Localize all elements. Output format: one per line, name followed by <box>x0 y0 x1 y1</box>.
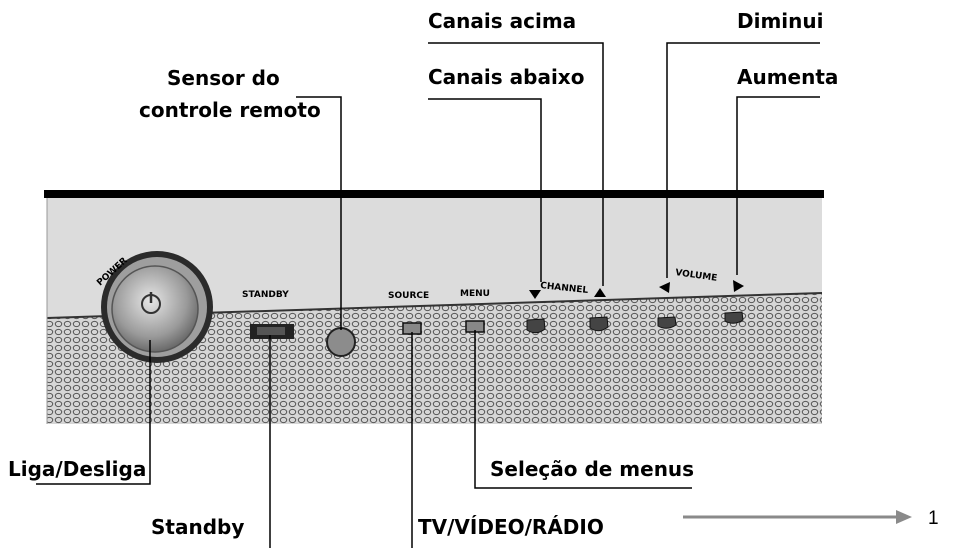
volume-down-arrow-icon <box>659 282 670 293</box>
channel-up-button[interactable] <box>589 316 609 332</box>
reference-arrow <box>683 510 912 524</box>
power-icon <box>141 292 161 314</box>
figure-number: 1 <box>928 508 939 529</box>
callout-standby: Standby <box>151 515 244 539</box>
speaker-grille <box>47 293 822 424</box>
callout-channel-up: Canais acima <box>428 9 576 33</box>
channel-down-button[interactable] <box>526 318 546 334</box>
callout-source: TV/VÍDEO/RÁDIO <box>418 515 604 539</box>
channel-down-arrow-icon <box>529 290 541 299</box>
callout-sensor-line1: Sensor do <box>167 66 280 90</box>
leader-lines <box>36 42 820 548</box>
callout-sensor-line2: controle remoto <box>139 98 321 122</box>
power-knob[interactable] <box>101 251 213 363</box>
panel-label-source: SOURCE <box>388 291 429 301</box>
remote-sensor <box>326 327 356 357</box>
standby-switch[interactable] <box>250 324 294 339</box>
callout-power: Liga/Desliga <box>8 457 146 481</box>
volume-up-arrow-icon <box>733 280 744 292</box>
channel-up-arrow-icon <box>594 288 606 297</box>
callout-channel-down: Canais abaixo <box>428 65 584 89</box>
callout-volume-up: Aumenta <box>737 65 838 89</box>
callout-volume-down: Diminui <box>737 9 823 33</box>
callout-menu: Seleção de menus <box>490 457 694 481</box>
panel-label-standby: STANDBY <box>242 290 289 300</box>
volume-up-button[interactable] <box>724 311 744 324</box>
volume-down-button[interactable] <box>657 316 677 329</box>
panel-label-menu: MENU <box>460 289 490 299</box>
